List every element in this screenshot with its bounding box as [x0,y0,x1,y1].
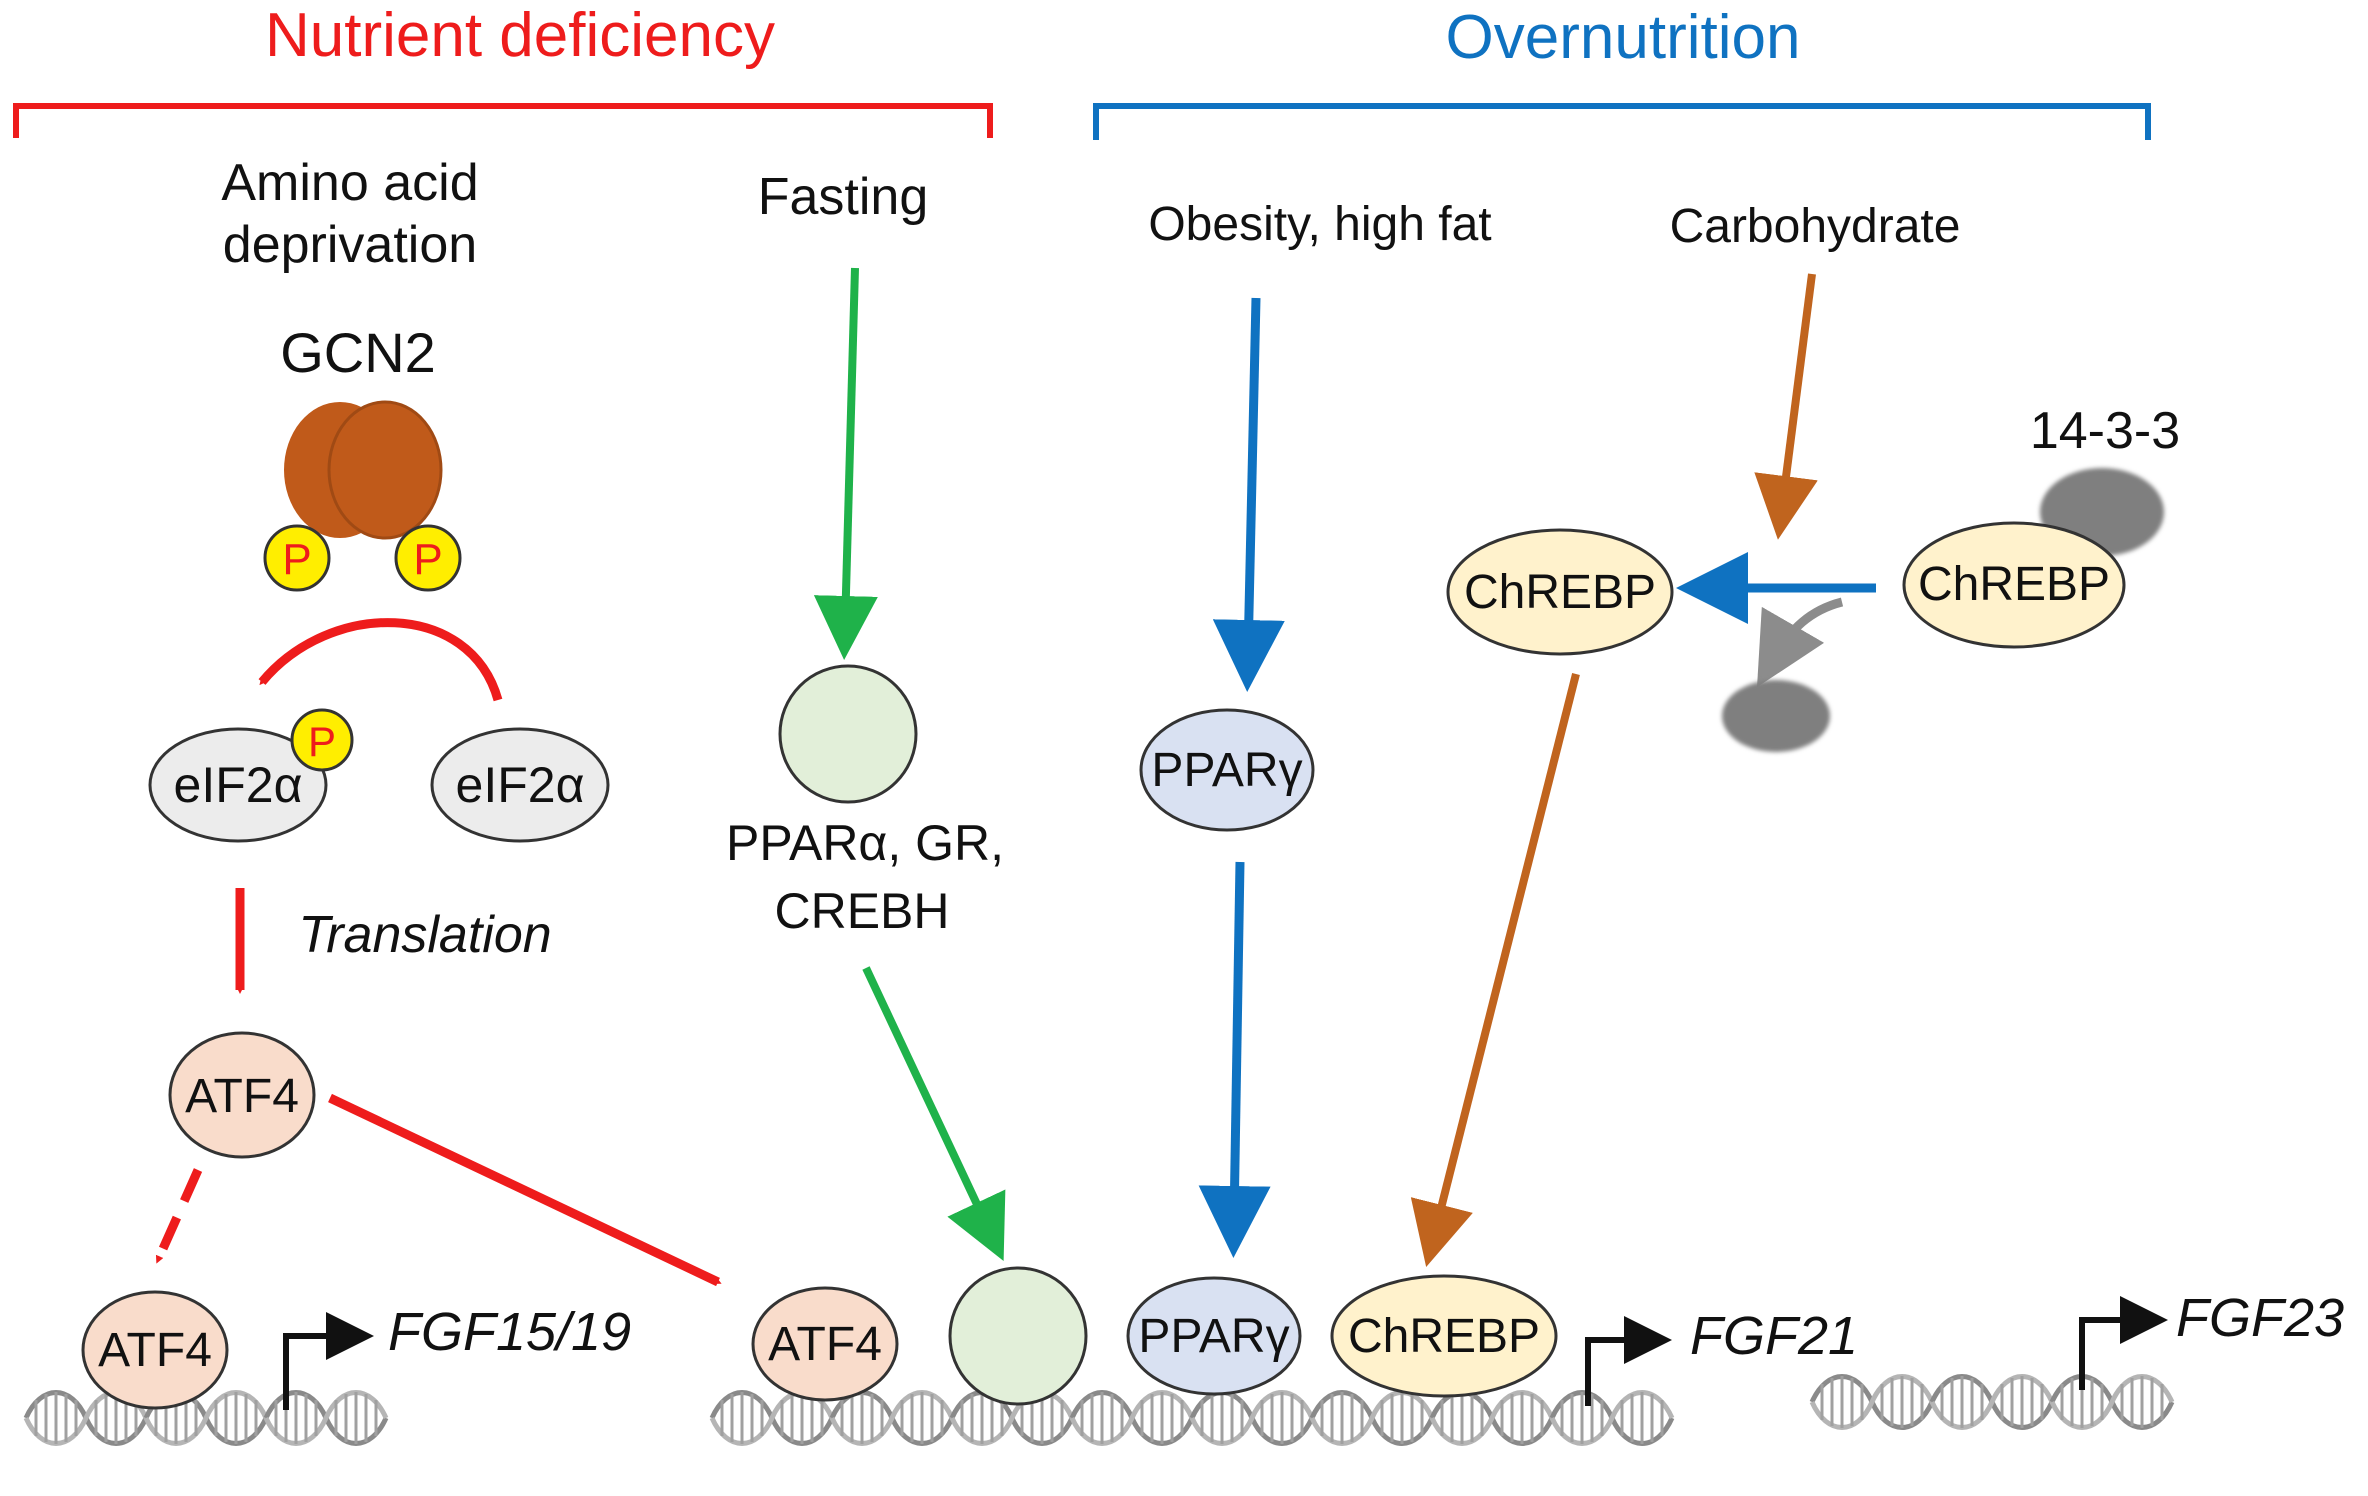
svg-text:ATF4: ATF4 [768,1318,882,1371]
svg-text:ChREBP: ChREBP [1918,558,2110,611]
gene-fgf21: FGF21 [1690,1306,1858,1366]
svg-text:ChREBP: ChREBP [1348,1310,1540,1363]
eif2a: eIF2α [430,727,610,843]
label-carbohydrate: Carbohydrate [1670,200,1961,253]
atf4-dashed-arrow [153,1168,203,1264]
atf4-bound-fgf15: ATF4 [81,1290,229,1410]
pparg-to-fgf21-arrow [1198,861,1271,1258]
label-14-3-3: 14-3-3 [2030,402,2180,460]
svg-text:ATF4: ATF4 [185,1070,299,1123]
dna-fgf23 [1812,1376,2172,1428]
phospho-icon: P [394,524,462,592]
label-amino-acid: Amino acid [221,154,478,212]
release-14-3-3-arrow [1757,597,1844,688]
carbohydrate-arrow [1754,273,1818,540]
phospho-icon: P [263,524,331,592]
label-deprivation: deprivation [223,216,477,274]
ppara-bound-fgf21 [948,1266,1088,1406]
released-14-3-3 [1722,680,1830,752]
svg-text:PPARγ: PPARγ [1151,744,1302,797]
chrebp-inactive: ChREBP [1902,521,2126,649]
ppara-complex [778,664,918,804]
label-ppara-gr: PPARα, GR, [726,815,1004,871]
phosphorylation-arrow [258,618,503,702]
label-translation: Translation [298,906,551,964]
svg-text:ATF4: ATF4 [98,1324,212,1377]
header-overnutrition: Overnutrition [1446,3,1801,72]
dna-fgf21 [712,1392,1672,1444]
atf4-bound-fgf21: ATF4 [751,1286,899,1402]
svg-text:P: P [282,535,311,584]
gene-fgf23: FGF23 [2176,1288,2344,1348]
tss-arrow-fgf21 [1585,1316,1672,1406]
gene-fgf15-19: FGF15/19 [388,1302,631,1362]
svg-text:eIF2α: eIF2α [174,757,303,813]
svg-text:ChREBP: ChREBP [1464,566,1656,619]
chrebp-to-fgf21-arrow [1410,673,1580,1268]
atf4-protein: ATF4 [168,1031,316,1159]
dna-fgf15-19 [26,1392,386,1444]
bracket-overnutrition [1093,103,2151,140]
svg-text:P: P [308,718,336,765]
label-crebh: CREBH [774,883,949,939]
obesity-arrow [1212,297,1285,692]
svg-text:PPARγ: PPARγ [1138,1310,1289,1363]
label-fasting: Fasting [758,168,929,226]
pparg-bound-fgf21: PPARγ [1126,1276,1302,1396]
header-nutrient-deficiency: Nutrient deficiency [265,1,775,70]
pparg-protein: PPARγ [1139,708,1315,832]
bracket-nutrient-deficiency [13,103,993,138]
eif2a-phosphorylated: eIF2α [148,727,328,843]
phospho-icon: P [290,708,354,772]
svg-text:eIF2α: eIF2α [456,757,585,813]
tss-arrow-fgf23 [2079,1296,2168,1390]
gcn2-dimer [284,400,443,540]
chrebp-active: ChREBP [1446,528,1674,656]
svg-text:P: P [413,535,442,584]
tss-arrow-fgf15 [283,1312,374,1410]
fasting-arrow [813,267,878,660]
label-obesity-high-fat: Obesity, high fat [1148,198,1491,251]
ppara-to-fgf21-arrow [862,966,1006,1261]
chrebp-bound-fgf21: ChREBP [1330,1274,1558,1398]
label-gcn2: GCN2 [280,321,436,384]
atf4-to-fgf21-arrow [328,1093,722,1287]
